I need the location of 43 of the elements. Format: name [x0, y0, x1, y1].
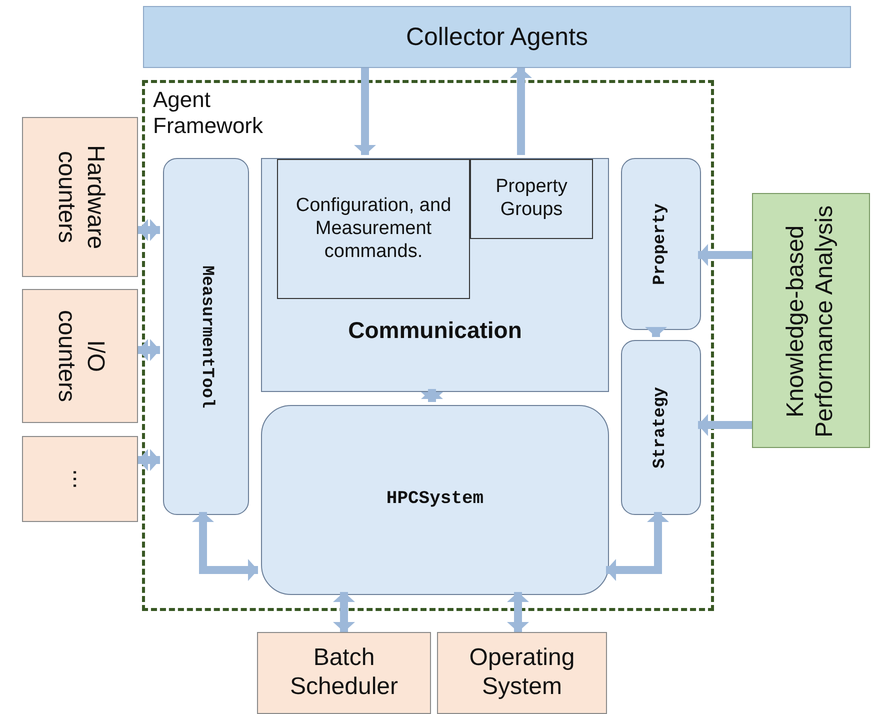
component-box	[621, 340, 701, 515]
block-arrow	[138, 449, 160, 471]
group-box	[470, 159, 593, 239]
source-box	[22, 436, 138, 522]
component-box	[621, 158, 701, 330]
source-box	[257, 632, 431, 714]
analysis-box	[752, 193, 870, 448]
block-arrow	[192, 512, 258, 581]
vertical-label: Strategy	[650, 386, 671, 470]
label-text: Operating System	[468, 644, 576, 702]
block-arrow	[421, 389, 443, 402]
vertical-label: Knowledge-based Performance Analysis	[782, 203, 839, 439]
label-text: Property Groups	[494, 176, 568, 222]
block-arrow	[606, 512, 669, 581]
source-box	[22, 117, 138, 277]
block-arrow	[507, 592, 529, 632]
label-text: Collector Agents	[404, 22, 590, 52]
label-text: Agent Framework	[153, 87, 264, 140]
block-arrow	[333, 592, 355, 632]
source-box	[22, 289, 138, 423]
block-arrow	[138, 219, 160, 241]
vertical-label: Hardware counters	[52, 144, 109, 252]
block-arrow	[645, 327, 667, 337]
framework-frame	[142, 80, 714, 611]
label-text: Configuration, and Measurement commands.	[294, 194, 452, 264]
system-box	[261, 405, 609, 595]
component-box	[163, 158, 249, 515]
block-arrow	[510, 68, 532, 155]
vertical-label: Property	[650, 202, 671, 287]
block-arrow	[138, 339, 160, 361]
block-arrow	[698, 244, 752, 266]
label-text: Batch Scheduler	[288, 644, 400, 702]
vertical-label: I/O counters	[52, 308, 109, 404]
vertical-label: ...	[66, 468, 94, 491]
vertical-label: MeasurmentTool	[196, 264, 216, 410]
block-arrow	[698, 414, 752, 436]
block-arrow	[354, 68, 376, 155]
source-box	[437, 632, 607, 714]
agents-bar	[143, 6, 851, 68]
label-text: HPCSystem	[385, 489, 485, 511]
communication-panel	[261, 158, 609, 392]
command-box	[277, 159, 470, 299]
label-text: Communication	[347, 317, 523, 345]
